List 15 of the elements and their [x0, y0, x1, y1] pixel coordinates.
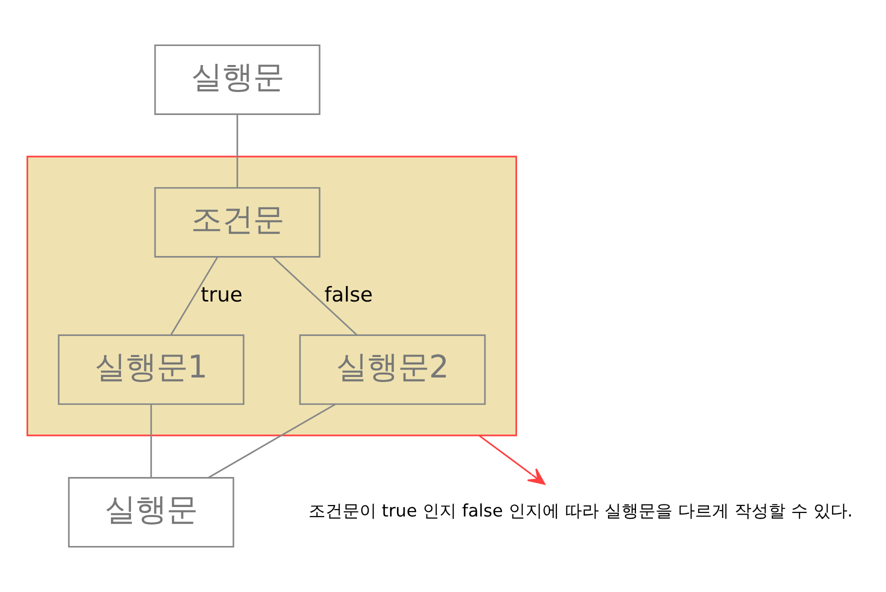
node-box: 실행문2: [299, 334, 486, 405]
connector: [150, 404, 152, 478]
node-box: 실행문: [68, 477, 234, 548]
connector: [170, 256, 218, 336]
node-box: 조건문: [154, 187, 320, 258]
node-text: 조건문이 true 인지 false 인지에 따라 실행문을 다르게 작성할 수 있다.: [308, 502, 853, 522]
arrow: [478, 434, 546, 485]
connector: [208, 404, 336, 478]
connector: [236, 114, 238, 188]
connector: [272, 256, 358, 336]
edge-label: true: [200, 282, 243, 306]
edge-label: false: [324, 282, 373, 306]
cluster: [26, 156, 518, 436]
node-box: 실행문: [154, 44, 320, 115]
node-box: 실행문1: [58, 334, 244, 405]
